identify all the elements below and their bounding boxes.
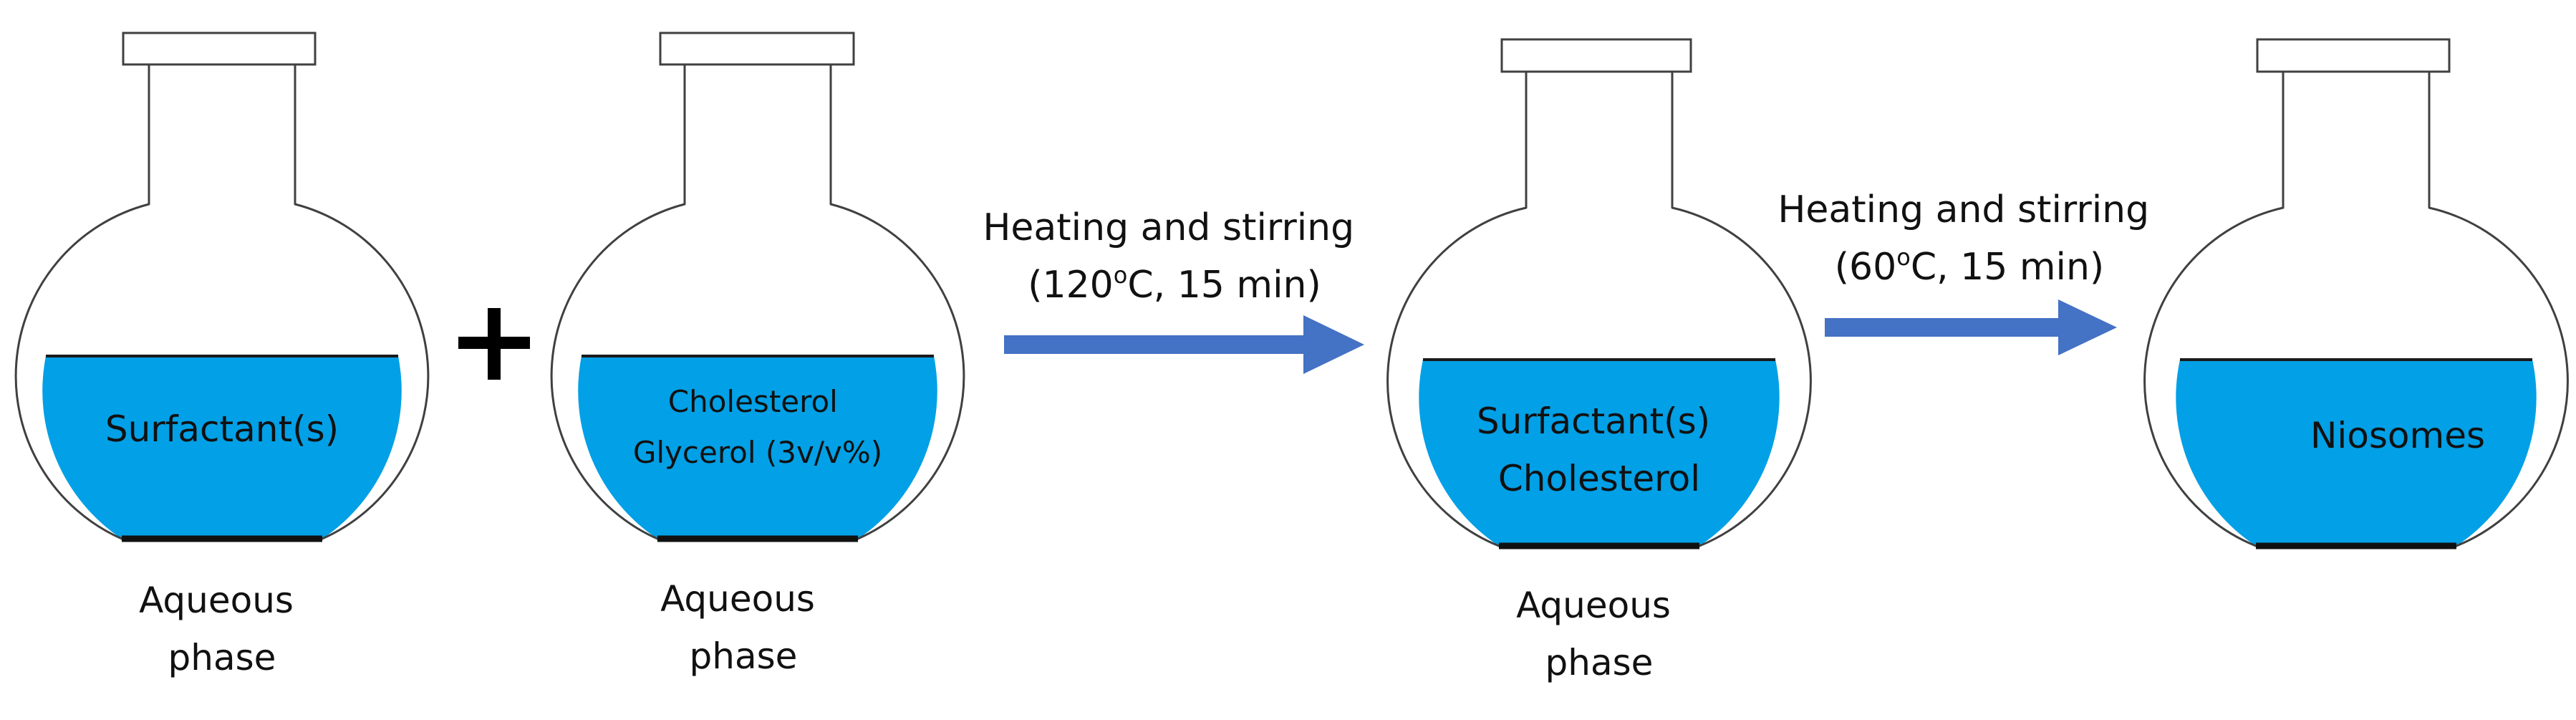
- flask-label-line: phase: [1545, 642, 1654, 683]
- flask-surfactant-cholesterol: Surfactant(s) Cholesterol Aqueous phase: [1386, 38, 1812, 683]
- arrow-shaft: [1825, 318, 2061, 337]
- flask-label: Aqueous phase: [660, 578, 826, 677]
- flask-contents-line: Cholesterol: [668, 384, 838, 419]
- right-arrow-icon: [1004, 315, 1364, 374]
- temperature: (120: [1028, 264, 1114, 307]
- step-line2: (60oC, 15 min): [1835, 244, 2104, 289]
- flask-contents-line: Cholesterol: [1498, 458, 1700, 499]
- flask-cholesterol-glycerol: Cholesterol Glycerol (3v/v%) Aqueous pha…: [550, 32, 965, 677]
- flask-contents-line: Surfactant(s): [105, 408, 339, 450]
- flask-label: Aqueous phase: [1516, 585, 1682, 683]
- degree-symbol: o: [1896, 244, 1911, 271]
- flask-liquid: [578, 356, 937, 539]
- plus-operator: [458, 308, 530, 380]
- arrow-head: [2058, 299, 2117, 355]
- flask-stopper: [2256, 38, 2451, 73]
- flask-stopper: [659, 32, 855, 66]
- step-conditions: Heating and stirring (60oC, 15 min): [1777, 188, 2161, 289]
- right-arrow-icon: [1825, 299, 2117, 355]
- flask-contents-line: Surfactant(s): [1477, 400, 1710, 442]
- flask-liquid: [42, 356, 402, 539]
- flask-niosomes: Niosomes: [2143, 38, 2569, 549]
- arrow-head: [1303, 315, 1364, 374]
- flask-label-line: phase: [168, 637, 276, 678]
- flask-label-line: Aqueous: [139, 580, 294, 621]
- plus-operator-text: +: [494, 0, 495, 1]
- flask-liquid: [1419, 360, 1780, 546]
- flask-liquid: [2176, 360, 2537, 546]
- flask-contents-line: Glycerol (3v/v%): [633, 435, 882, 470]
- duration: C, 15 min): [1911, 246, 2104, 289]
- temperature: (60: [1835, 246, 1896, 289]
- flask-contents: Surfactant(s) Cholesterol: [1477, 400, 1722, 499]
- duration: C, 15 min): [1127, 264, 1321, 307]
- flask-contents: Surfactant(s): [105, 408, 339, 450]
- flask-label-line: phase: [690, 635, 798, 677]
- flask-contents: Cholesterol Glycerol (3v/v%): [633, 384, 882, 470]
- degree-symbol: o: [1114, 261, 1128, 289]
- flask-stopper: [1500, 38, 1692, 73]
- plus-vertical: [488, 308, 501, 380]
- step-conditions: Heating and stirring (120oC, 15 min): [983, 206, 1366, 307]
- flask-contents: Niosomes: [2310, 415, 2485, 456]
- flask-contents-line: Niosomes: [2310, 415, 2485, 456]
- flask-stopper: [122, 32, 317, 66]
- step-heating-60: Heating and stirring (60oC, 15 min): [1777, 188, 2161, 355]
- flask-surfactant: Surfactant(s) Aqueous phase: [14, 32, 430, 678]
- flask-label: Aqueous phase: [139, 580, 305, 678]
- step-line1: Heating and stirring: [1777, 188, 2149, 231]
- arrow-shaft: [1004, 335, 1305, 354]
- step-heating-120: Heating and stirring (120oC, 15 min): [983, 206, 1366, 374]
- flask-label-line: Aqueous: [660, 578, 815, 620]
- step-line2: (120oC, 15 min): [1028, 261, 1321, 307]
- flask-label-line: Aqueous: [1516, 585, 1671, 626]
- step-line1: Heating and stirring: [983, 206, 1354, 249]
